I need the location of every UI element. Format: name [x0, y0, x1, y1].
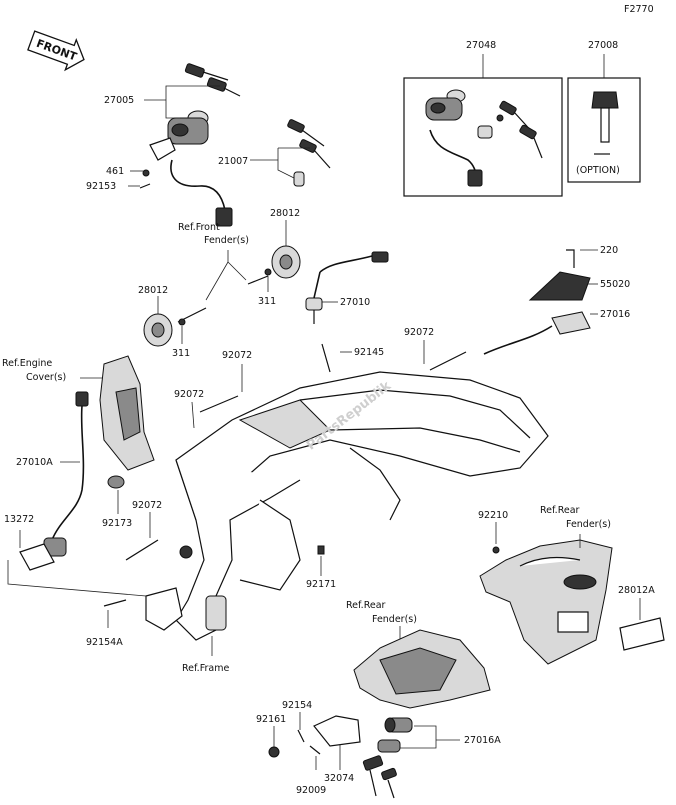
ref-front-fender-line1: Ref.Front [178, 222, 220, 233]
label-21007: 21007 [218, 156, 248, 167]
label-311-left: 311 [172, 348, 190, 359]
ignition-set-icon [425, 89, 543, 187]
ref-front-fender-line2: Fender(s) [204, 235, 249, 246]
screw-92171-icon [317, 545, 325, 555]
label-92072-top: 92072 [222, 350, 252, 361]
ignition-key-icon [184, 63, 241, 97]
cylinder-icon [293, 171, 305, 187]
ref-rear-fender-center-line1: Ref.Rear [346, 600, 386, 611]
frame-icon: PartsRepublik [145, 371, 549, 641]
nut-92161-icon [268, 746, 280, 758]
label-92009: 92009 [296, 785, 326, 796]
nut-92210-icon [492, 546, 500, 554]
label-13272: 13272 [4, 514, 34, 525]
lock-27016A-icon [362, 717, 413, 799]
label-92153: 92153 [86, 181, 116, 192]
screw-461-icon [142, 169, 150, 177]
label-461: 461 [106, 166, 124, 177]
rear-inner-fender-icon [353, 629, 491, 709]
label-92173: 92173 [102, 518, 132, 529]
label-32074: 32074 [324, 773, 354, 784]
ref-engine-cover-line1: Ref.Engine [2, 358, 52, 369]
label-92145: 92145 [354, 347, 384, 358]
ref-rear-fender-right-line2: Fender(s) [566, 519, 611, 530]
label-27016A: 27016A [464, 735, 501, 746]
grommet-92173-icon [107, 475, 125, 489]
bracket-55020-icon [483, 249, 591, 355]
label-92072-low: 92072 [132, 500, 162, 511]
label-220: 220 [600, 245, 618, 256]
diagram-code: F2770 [624, 4, 654, 15]
label-92154A: 92154A [86, 637, 123, 648]
option-label: (OPTION) [576, 165, 620, 176]
label-92171: 92171 [306, 579, 336, 590]
label-92210: 92210 [478, 510, 508, 521]
label-92154: 92154 [282, 700, 312, 711]
clamp-icons [199, 343, 467, 413]
label-28012A: 28012A [618, 585, 655, 596]
label-27005: 27005 [104, 95, 134, 106]
bolt-92154-icon [297, 729, 305, 743]
bracket-32074-icon [309, 715, 361, 755]
screw-92153-icon [139, 183, 151, 189]
sensor-27010A-icon [19, 391, 89, 571]
label-27010A: 27010A [16, 457, 53, 468]
horn-icon [143, 245, 301, 347]
ref-frame: Ref.Frame [182, 663, 229, 674]
smart-key-icon [591, 91, 619, 155]
ref-engine-cover-line2: Cover(s) [26, 372, 66, 383]
ref-rear-fender-right-line1: Ref.Rear [540, 505, 580, 516]
label-28012-top: 28012 [270, 208, 300, 219]
label-55020: 55020 [600, 279, 630, 290]
callout-27005 [144, 85, 220, 119]
engine-cover-icon [99, 355, 155, 471]
label-311-right: 311 [258, 296, 276, 307]
reflector-28012A-icon [619, 617, 665, 651]
ref-rear-fender-center-line2: Fender(s) [372, 614, 417, 625]
label-27016: 27016 [600, 309, 630, 320]
label-27048: 27048 [466, 40, 496, 51]
label-92072-mid: 92072 [174, 389, 204, 400]
front-arrow-icon: FRONT [27, 30, 85, 72]
rear-fender-icon [479, 539, 613, 665]
clamp-low-icon [125, 539, 159, 561]
sensor-27010-icon [305, 251, 389, 324]
bolt-92154A-icon [103, 599, 127, 607]
label-92072-right: 92072 [404, 327, 434, 338]
label-27008: 27008 [588, 40, 618, 51]
ignition-switch-icon [139, 110, 233, 227]
label-28012-left: 28012 [138, 285, 168, 296]
label-27010: 27010 [340, 297, 370, 308]
label-92161: 92161 [256, 714, 286, 725]
key-set-icon [287, 119, 331, 187]
